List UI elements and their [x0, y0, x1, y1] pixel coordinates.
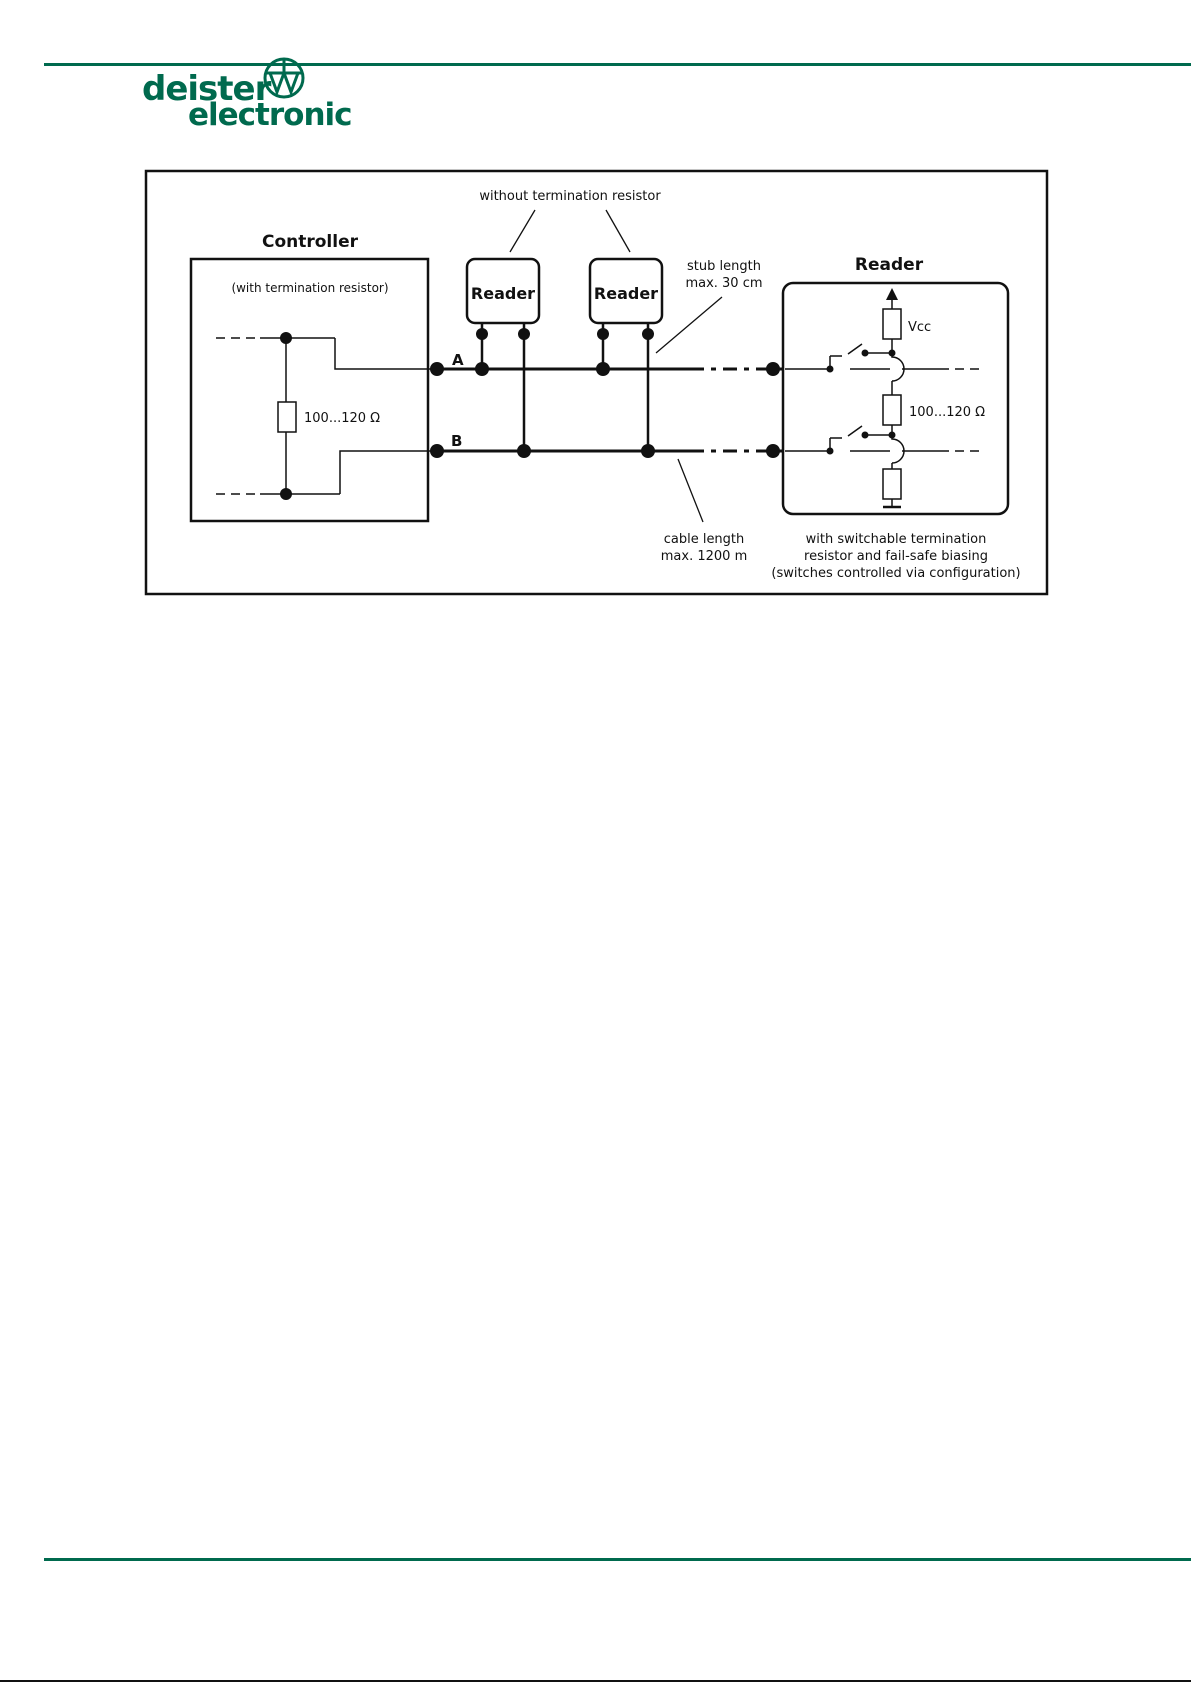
reader-resistor-label: 100...120 Ω: [909, 405, 985, 420]
reader1-label: Reader: [471, 284, 535, 303]
footer-rule: [44, 1558, 1191, 1561]
reader-note-1: with switchable termination: [806, 532, 987, 547]
stub-length-label-1: stub length: [687, 259, 761, 274]
stub-pointer-line: [656, 297, 722, 353]
vcc-resistor: [883, 309, 901, 339]
cable-length-label-1: cable length: [664, 532, 745, 547]
page-bottom-edge: [0, 1680, 1191, 1682]
ground-resistor: [883, 469, 901, 499]
cable-length-label-2: max. 1200 m: [661, 549, 747, 564]
reader-note-3: (switches controlled via configuration): [771, 566, 1020, 581]
vcc-label: Vcc: [908, 320, 931, 335]
reader-note-2: resistor and fail-safe biasing: [804, 549, 988, 564]
line-a-label: A: [452, 351, 464, 369]
controller-box: [191, 259, 428, 521]
label-without-termination: without termination resistor: [479, 189, 661, 204]
stub-length-label-2: max. 30 cm: [685, 276, 762, 291]
line-b-label: B: [451, 432, 462, 450]
controller-resistor-label: 100...120 Ω: [304, 411, 380, 426]
reader-right-title: Reader: [855, 255, 924, 275]
controller-title: Controller: [262, 232, 359, 252]
reader2-label: Reader: [594, 284, 658, 303]
pointer-line-reader1: [510, 210, 535, 252]
controller-note: (with termination resistor): [231, 281, 388, 295]
cable-pointer-line: [678, 459, 703, 522]
controller-resistor: [278, 402, 296, 432]
reader-termination-resistor: [883, 395, 901, 425]
pointer-line-reader2: [606, 210, 630, 252]
